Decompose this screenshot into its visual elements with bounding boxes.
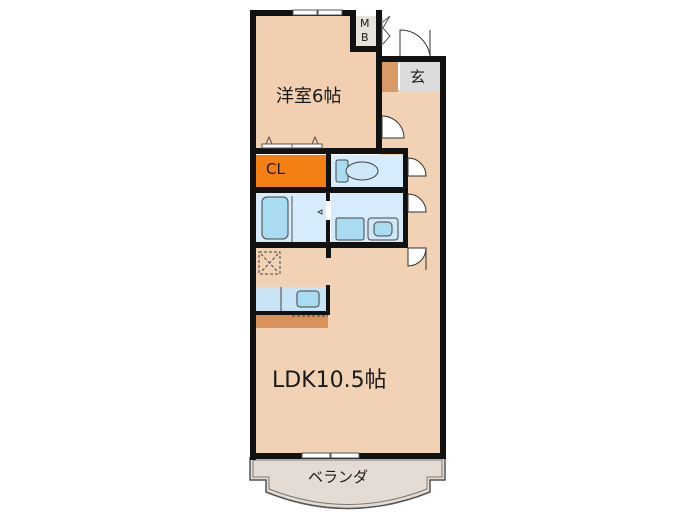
- meter-box-label-top: M: [360, 17, 370, 30]
- western-room-label: 洋室6帖: [276, 86, 342, 107]
- ldk-room: [256, 248, 440, 453]
- entrance: [400, 62, 440, 92]
- meter-box-label-bottom: B: [361, 31, 369, 44]
- shoe-box: [382, 62, 398, 92]
- closet-label: CL: [266, 160, 285, 178]
- veranda-outline: [249, 457, 446, 510]
- meter-box: [356, 16, 376, 46]
- entrance-label: 玄: [410, 68, 426, 86]
- closet: [256, 155, 326, 187]
- kitchen-counter: [256, 314, 328, 328]
- veranda-label: ベランダ: [308, 468, 369, 486]
- ldk-label: LDK10.5帖: [272, 368, 387, 393]
